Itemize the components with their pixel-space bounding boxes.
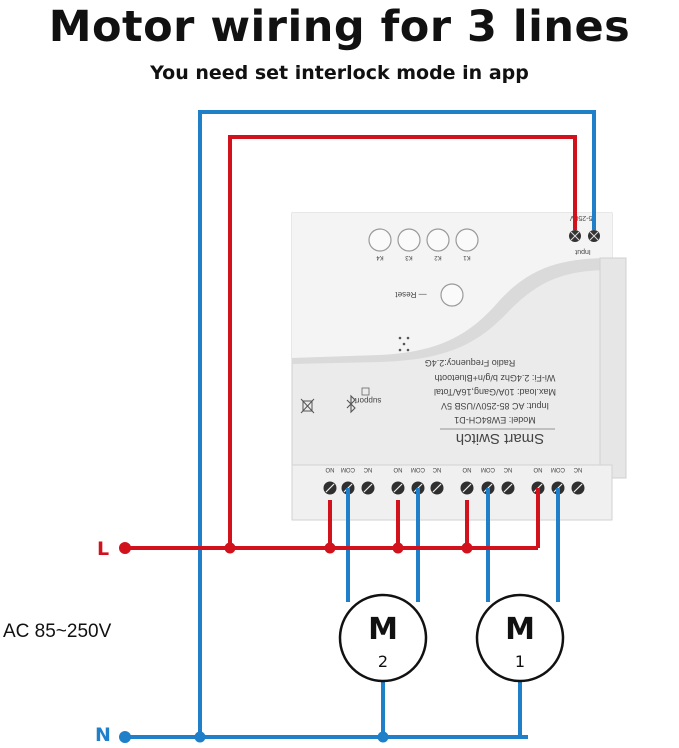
wifi-text: Wi-Fi: 2.4Ghz b/g/n+Bluetooth — [435, 373, 556, 383]
k2-label: K2 — [434, 254, 442, 260]
k4-label: K4 — [376, 254, 384, 260]
k3-button[interactable] — [397, 228, 421, 252]
motor-1-letter: M — [505, 612, 535, 647]
terminal-label: NC — [432, 466, 441, 472]
k-buttons: K4 K3 K2 K1 — [368, 228, 479, 260]
k1-label: K1 — [463, 254, 471, 260]
junction-dot — [194, 731, 206, 743]
neutral-wires — [125, 110, 596, 739]
junction-dot — [461, 542, 473, 554]
support-text: support — [354, 396, 381, 405]
input-terminals: 85-250V Input — [569, 214, 600, 255]
terminal-label: COM — [411, 466, 425, 472]
ac-voltage-label: AC 85~250V — [3, 621, 112, 642]
input-label: Input — [575, 248, 591, 255]
diagram-subtitle: You need set interlock mode in app — [150, 62, 529, 84]
motor-1: M 1 — [475, 593, 565, 683]
terminal-label: NC — [363, 466, 372, 472]
terminal-label: COM — [481, 466, 495, 472]
junction-dot — [392, 542, 404, 554]
junction-dot — [224, 542, 236, 554]
terminal-label: NO — [462, 466, 471, 472]
terminal-label: NO — [393, 466, 402, 472]
input-spec-text: Input: AC 85-250V/USB 5V — [441, 401, 549, 411]
terminal-label: NC — [503, 466, 512, 472]
terminal-label: COM — [341, 466, 355, 472]
neutral-label: N — [95, 724, 111, 746]
terminal-label: NC — [573, 466, 582, 472]
motor-1-number: 1 — [515, 652, 525, 671]
junction-dot — [324, 542, 336, 554]
weee-bin-icon — [300, 398, 315, 414]
junctions — [119, 542, 473, 743]
line-label: L — [97, 538, 110, 560]
diagram-title: Motor wiring for 3 lines — [48, 2, 631, 52]
motor-2-letter: M — [368, 612, 398, 647]
k2-button[interactable] — [426, 228, 450, 252]
motor-1-body — [475, 593, 565, 683]
input-voltage-label: 85-250V — [569, 214, 596, 221]
terminal-label: NO — [533, 466, 542, 472]
model-text: Model: EW84CH-D1 — [454, 415, 536, 425]
reset-button[interactable] — [440, 283, 464, 307]
device-name-text: Smart Switch — [456, 430, 544, 447]
motor-2-body — [338, 593, 428, 683]
neutral-wire-main — [198, 110, 596, 737]
live-wire-to-input — [228, 135, 577, 548]
terminal-label: COM — [551, 466, 565, 472]
k3-label: K3 — [405, 254, 413, 260]
qr-icon — [361, 387, 370, 396]
bluetooth-icon — [346, 394, 356, 414]
junction-dot — [377, 731, 389, 743]
motor-2: M 2 — [338, 593, 428, 683]
neutral-terminal-dot — [119, 731, 131, 743]
k4-button[interactable] — [368, 228, 392, 252]
radio-frequency-text: Radio Frequency:2.4G — [425, 358, 516, 368]
k1-button[interactable] — [455, 228, 479, 252]
indicator-dots — [398, 336, 410, 352]
device-label-block: Radio Frequency:2.4G Wi-Fi: 2.4Ghz b/g/n… — [300, 358, 556, 447]
line-terminal-dot — [119, 542, 131, 554]
reset-label: — Reset — [395, 290, 427, 299]
max-load-text: Max.load: 10A/Gang,16A/Total — [434, 387, 556, 397]
motor-2-number: 2 — [378, 652, 388, 671]
terminal-label: NO — [325, 466, 334, 472]
terminal-labels: NO COM NC NO COM NC NO COM NC NO COM NC — [325, 466, 582, 472]
